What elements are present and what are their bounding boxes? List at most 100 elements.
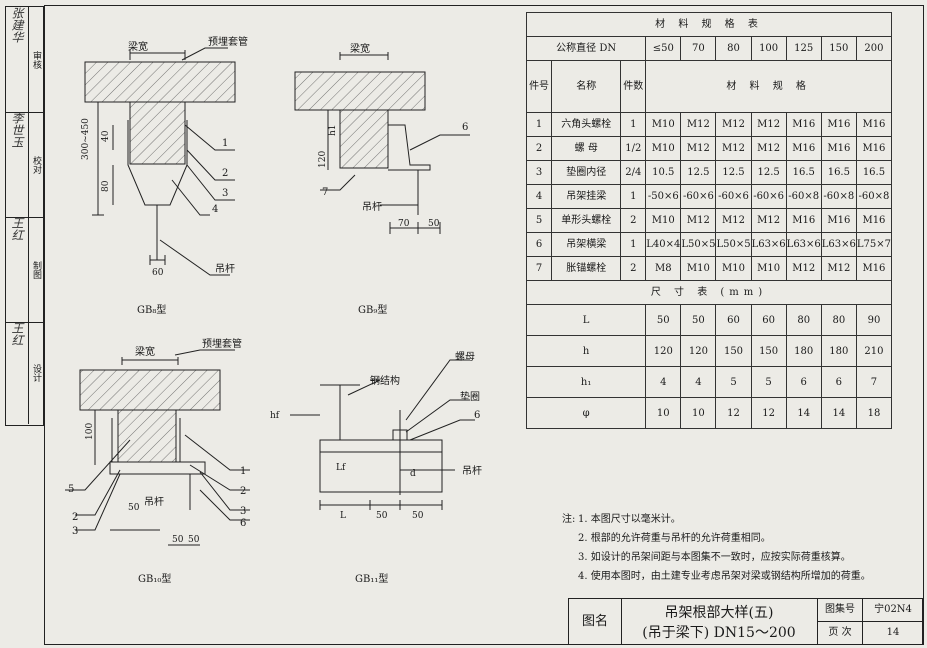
spec-cell: M10	[645, 112, 682, 137]
spec-cell: M16	[785, 136, 822, 161]
dim-cell: 50	[645, 304, 682, 336]
spec-cell: M10	[715, 256, 752, 281]
materials-table: 材 料 规 格 表 公称直径 DN ≤50 70 80 100 125 150 …	[525, 12, 893, 429]
dim-cell: 12	[750, 397, 787, 429]
spec-cell: M12	[715, 208, 752, 233]
dim-cell: 12	[715, 397, 752, 429]
callout-3: 3	[222, 188, 228, 199]
col-no: 件号	[525, 60, 553, 113]
dim-name: h	[525, 335, 647, 367]
signature: 李世玉	[10, 112, 24, 148]
dn-cell: 80	[715, 36, 752, 61]
col-name: 名称	[551, 60, 622, 113]
dim-d: d	[410, 469, 416, 479]
callout-2: 2	[222, 168, 228, 179]
spec-cell: M16	[855, 208, 893, 233]
spec-cell: L50×5	[680, 232, 717, 257]
dim-cell: 80	[820, 304, 857, 336]
label-sleeve: 预埋套管	[208, 35, 248, 48]
col-qty: 件数	[620, 60, 647, 113]
dim-cell: 120	[680, 335, 717, 367]
spec-cell: M12	[750, 208, 787, 233]
approval-row-draw: 王红 制图	[6, 217, 43, 323]
spec-cell: 12.5	[715, 160, 752, 185]
caption-gb11: GB₁₁型	[355, 572, 388, 585]
dim-120: 120	[318, 151, 328, 168]
table-header-row: 件号 名称 件数 材 料 规 格	[525, 60, 892, 113]
row-no: 7	[525, 256, 553, 281]
dim-80: 80	[101, 180, 111, 192]
label-rod: 吊杆	[144, 496, 164, 508]
callout-6: 6	[462, 122, 468, 133]
spec-cell: -60×6	[715, 184, 752, 209]
spec-cell: L50×5	[715, 232, 752, 257]
dim-cell: 6	[820, 366, 857, 398]
dim-cell: 90	[855, 304, 893, 336]
signature: 王红	[10, 322, 24, 346]
dn-cell: 100	[750, 36, 787, 61]
dn-cell: 70	[680, 36, 717, 61]
dim-100: 100	[85, 423, 95, 440]
callout-2: 2	[240, 486, 246, 497]
spec-cell: M12	[820, 256, 857, 281]
label-beam-width: 梁宽	[135, 345, 155, 358]
row-no: 3	[525, 160, 553, 185]
spec-cell: M16	[855, 112, 893, 137]
dim-50: 50	[188, 535, 200, 545]
spec-cell: M10	[750, 256, 787, 281]
row-qty: 1	[620, 184, 647, 209]
dim-cell: 5	[750, 366, 787, 398]
table-row: 公称直径 DN ≤50 70 80 100 125 150 200	[525, 36, 893, 61]
dim-cell: 180	[820, 335, 857, 367]
row-name: 垫圈内径	[551, 160, 622, 185]
dim-l: L	[340, 511, 346, 521]
callout-5: 5	[68, 484, 74, 495]
spec-cell: M12	[750, 136, 787, 161]
spec-cell: M12	[680, 208, 717, 233]
approval-row-check: 李世玉 校对	[6, 112, 43, 218]
dim-40: 40	[101, 130, 111, 142]
dim-50: 50	[412, 511, 424, 521]
dim-cell: 210	[855, 335, 893, 367]
row-no: 6	[525, 232, 553, 257]
row-qty: 2/4	[620, 160, 647, 185]
dim-cell: 80	[785, 304, 822, 336]
detail-gb11	[290, 359, 475, 510]
spec-cell: M16	[820, 208, 857, 233]
dim-cell: 14	[785, 397, 822, 429]
spec-cell: L63×6	[785, 232, 822, 257]
note-item: 1. 本图尺寸以毫米计。	[578, 514, 681, 525]
spec-cell: M16	[855, 136, 893, 161]
spec-cell: L40×4	[645, 232, 682, 257]
dim-name: L	[525, 304, 647, 336]
label-rod: 吊杆	[462, 465, 482, 477]
approval-label: 设计	[28, 322, 43, 424]
approval-label: 校对	[28, 112, 43, 217]
approval-row-review: 张建华 审核	[6, 7, 43, 113]
spec-cell: 12.5	[680, 160, 717, 185]
spec-cell: 16.5	[785, 160, 822, 185]
dim-cell: 150	[715, 335, 752, 367]
note-item: 3. 如设计的吊架间距与本图集不一致时，应按实际荷重核算。	[578, 552, 851, 563]
callout-6: 6	[474, 410, 480, 421]
dn-cell: ≤50	[645, 36, 682, 61]
dim-cell: 6	[785, 366, 822, 398]
callout-7: 7	[322, 187, 328, 198]
spec-cell: L75×7	[855, 232, 893, 257]
dim-cell: 4	[680, 366, 717, 398]
row-qty: 2	[620, 256, 647, 281]
dim-300-450: 300~450	[81, 118, 91, 160]
drawing-title-line2: (吊于梁下) DN15～200	[642, 625, 796, 641]
signature: 张建华	[10, 7, 24, 43]
signature: 王红	[10, 217, 24, 241]
callout-3: 3	[240, 506, 246, 517]
